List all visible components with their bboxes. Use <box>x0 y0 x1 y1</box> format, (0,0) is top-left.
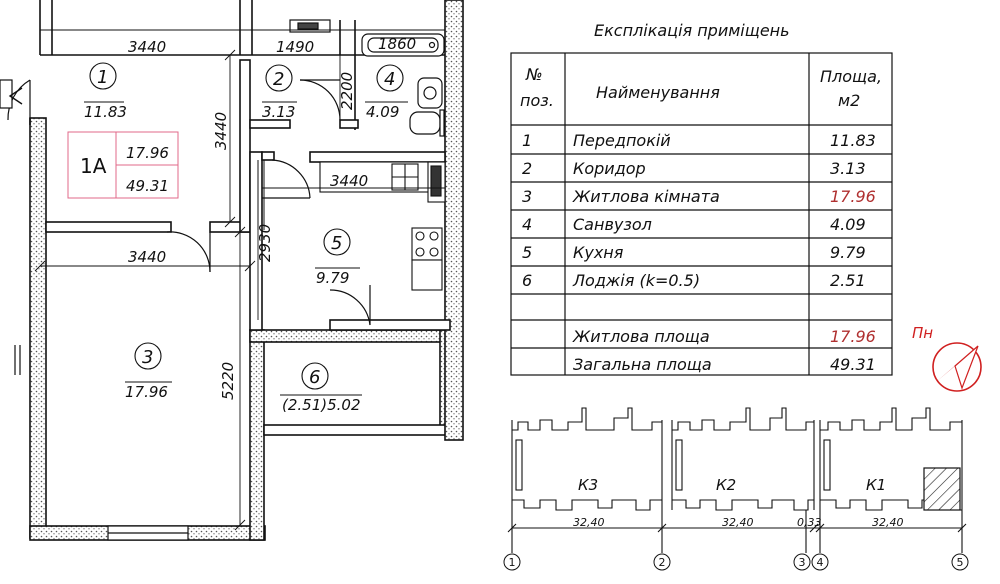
key-plan <box>507 407 967 553</box>
dim-vert-2200: 2200 <box>338 72 356 110</box>
dimension-lines <box>34 25 446 531</box>
table-row: 1 Передпокій 11.83 <box>522 131 876 150</box>
dim-vert-2930: 2930 <box>256 224 274 262</box>
room-6-area: (2.51)5.02 <box>282 396 361 414</box>
windows <box>0 79 189 541</box>
room-4-area: 4.09 <box>366 103 399 121</box>
door-swings <box>7 79 371 326</box>
room-5-area: 9.79 <box>316 269 349 287</box>
dim-kitchen-3440: 3440 <box>330 172 368 190</box>
table-row: 5 Кухня 9.79 <box>522 243 866 262</box>
explication-title: Експлікація приміщень <box>594 21 790 40</box>
dim-room-3440: 3440 <box>128 248 166 266</box>
row-num: 3 <box>522 187 532 206</box>
row-name: Санвузол <box>573 215 652 234</box>
summary-row-total: Загальна площа 49.31 <box>573 355 876 374</box>
explication-table <box>510 52 893 376</box>
room-2-area: 3.13 <box>262 103 295 121</box>
dim-top-3440: 3440 <box>128 38 166 56</box>
apartment-total-area: 49.31 <box>126 177 169 195</box>
row-name: Кухня <box>573 243 624 262</box>
bathroom-fixtures <box>289 19 445 137</box>
row-num: 5 <box>522 243 532 262</box>
room-6-number: 6 <box>309 367 320 388</box>
row-num: 6 <box>522 271 532 290</box>
header-num-line1: № <box>525 65 543 84</box>
section-k1-label: К1 <box>866 476 886 494</box>
axis-5-label: 5 <box>957 556 964 569</box>
dim-vert-3440: 3440 <box>212 112 230 150</box>
dimension-labels: 3440 1490 1860 3440 2200 3440 2930 3440 … <box>128 35 416 400</box>
section-k3-label: К3 <box>578 476 598 494</box>
header-num-line2: поз. <box>520 91 554 110</box>
header-name: Найменування <box>596 83 720 102</box>
row-area-highlight: 17.96 <box>830 187 876 206</box>
table-row: 4 Санвузол 4.09 <box>522 215 866 234</box>
section-width-3: 32,40 <box>872 516 904 529</box>
row-num: 1 <box>522 131 532 150</box>
row-area: 2.51 <box>830 271 866 290</box>
entrance-arrow-icon <box>8 87 23 105</box>
room-1-number: 1 <box>97 67 108 88</box>
room-3-number: 3 <box>142 347 153 368</box>
row-area: 9.79 <box>830 243 866 262</box>
explication-rows: 1 Передпокій 11.83 2 Коридор 3.13 3 Житл… <box>522 131 876 374</box>
axis-markers <box>503 553 969 571</box>
dim-vert-5220: 5220 <box>219 362 237 400</box>
kitchen-fixtures <box>319 161 446 291</box>
room-labels <box>84 62 408 396</box>
apartment-stamp: 1A 17.96 49.31 <box>67 131 179 199</box>
row-area: 11.83 <box>830 131 876 150</box>
north-label: Пн <box>912 324 933 342</box>
axis-4-label: 4 <box>817 556 824 569</box>
header-area-line1: Площа, <box>820 67 882 86</box>
room-4-number: 4 <box>384 69 395 90</box>
header-area-line2: м2 <box>838 91 860 110</box>
explication-header: № поз. Найменування Площа, м2 <box>520 65 882 110</box>
apartment-living-area: 17.96 <box>126 144 169 162</box>
row-area: 3.13 <box>830 159 866 178</box>
summary-name: Житлова площа <box>572 327 710 346</box>
axis-3-label: 3 <box>799 556 806 569</box>
row-name: Коридор <box>573 159 646 178</box>
axis-2-label: 2 <box>659 556 666 569</box>
row-num: 4 <box>522 215 532 234</box>
dim-top-1490: 1490 <box>276 38 314 56</box>
row-num: 2 <box>522 159 532 178</box>
row-name: Передпокій <box>573 131 671 150</box>
plan-walls <box>29 0 464 541</box>
room-3-area: 17.96 <box>125 383 168 401</box>
section-width-1: 32,40 <box>573 516 605 529</box>
section-gap: 0,33 <box>797 516 822 529</box>
table-row: 2 Коридор 3.13 <box>522 159 866 178</box>
summary-area: 49.31 <box>830 355 876 374</box>
room-5-number: 5 <box>331 233 342 254</box>
table-row: 3 Житлова кімната 17.96 <box>522 187 876 206</box>
table-row: 6 Лоджія (k=0.5) 2.51 <box>522 271 866 290</box>
row-name: Лоджія (k=0.5) <box>572 271 700 290</box>
row-area: 4.09 <box>830 215 866 234</box>
row-name: Житлова кімната <box>572 187 720 206</box>
current-section-marker <box>923 467 961 511</box>
dim-top-1860: 1860 <box>378 35 416 53</box>
north-arrow-icon: Пн <box>912 324 982 392</box>
section-k2-label: К2 <box>716 476 736 494</box>
summary-area-highlight: 17.96 <box>830 327 876 346</box>
summary-row-living: Житлова площа 17.96 <box>572 327 876 346</box>
apartment-type-label: 1A <box>80 154 107 178</box>
room-1-area: 11.83 <box>84 103 127 121</box>
summary-name: Загальна площа <box>573 355 712 374</box>
room-2-number: 2 <box>273 69 284 90</box>
section-width-2: 32,40 <box>722 516 754 529</box>
axis-1-label: 1 <box>509 556 516 569</box>
